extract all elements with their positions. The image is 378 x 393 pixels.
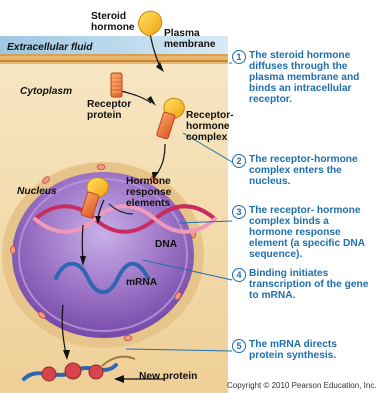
dna-label: DNA: [155, 239, 177, 250]
new-protein-label: New protein: [139, 371, 197, 382]
step-4-callout: 4 Binding initiates transcription of the…: [232, 268, 374, 301]
receptor-hormone-complex-label: Receptor- hormone complex: [186, 110, 234, 143]
step-5-callout: 5 The mRNA directs protein synthesis.: [232, 339, 374, 361]
step-3-callout: 3 The receptor- hormone complex binds a …: [232, 205, 374, 260]
nucleus-label: Nucleus: [17, 186, 57, 197]
extracellular-fluid-label: Extracellular fluid: [7, 42, 93, 53]
steroid-hormone-icon: [138, 11, 161, 36]
plasma-membrane-label: Plasma membrane: [164, 28, 216, 50]
receptor-protein-label: Receptor protein: [87, 99, 131, 121]
step-1-text: The steroid hormone diffuses through the…: [249, 50, 374, 105]
step-1-callout: 1 The steroid hormone diffuses through t…: [232, 50, 374, 105]
step-2-text: The receptor-hormone complex enters the …: [249, 154, 374, 187]
step-1-number: 1: [232, 50, 246, 64]
receptor-protein-icon: [111, 73, 122, 97]
step-5-text: The mRNA directs protein synthesis.: [249, 339, 374, 361]
step-5-number: 5: [232, 339, 246, 353]
step-4-number: 4: [232, 268, 246, 282]
cytoplasm-label: Cytoplasm: [20, 86, 72, 97]
copyright-notice: Copyright © 2010 Pearson Education, Inc.: [227, 381, 377, 390]
step-4-text: Binding initiates transcription of the g…: [249, 268, 374, 301]
hormone-response-elements-label: Hormone response elements: [126, 176, 171, 209]
step-2-callout: 2 The receptor-hormone complex enters th…: [232, 154, 374, 187]
steroid-hormone-label: Steroid hormone: [91, 11, 135, 33]
step-3-number: 3: [232, 205, 246, 219]
step-2-number: 2: [232, 154, 246, 168]
mrna-label: mRNA: [126, 277, 157, 288]
step-3-text: The receptor- hormone complex binds a ho…: [249, 205, 374, 260]
